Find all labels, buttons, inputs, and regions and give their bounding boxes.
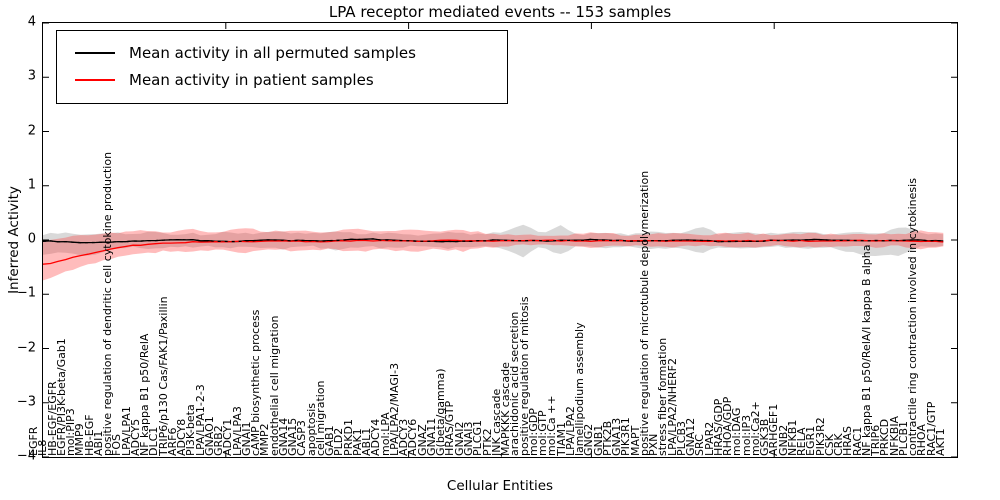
y-tick-label: −3 bbox=[16, 394, 36, 410]
y-tick-label: 3 bbox=[27, 68, 36, 84]
legend: Mean activity in all permuted samples Me… bbox=[56, 30, 508, 104]
y-tick-label: −1 bbox=[16, 285, 36, 301]
plot-canvas bbox=[43, 23, 957, 457]
y-tick-label: 0 bbox=[27, 231, 36, 247]
x-axis-label: Cellular Entities bbox=[446, 478, 554, 494]
y-tick-label: 2 bbox=[27, 123, 36, 138]
black-line-sample bbox=[75, 51, 115, 54]
red-line-sample bbox=[75, 78, 115, 81]
legend-item-patient: Mean activity in patient samples bbox=[67, 66, 497, 93]
legend-item-permuted: Mean activity in all permuted samples bbox=[67, 39, 497, 66]
y-tick-label: 1 bbox=[27, 177, 36, 193]
patient-std-band bbox=[43, 228, 944, 281]
y-tick-label: 4 bbox=[27, 14, 36, 30]
x-tick-label: contractile ring contraction involved in… bbox=[906, 178, 920, 456]
x-tick-label: positive regulation of dendritic cell cy… bbox=[101, 151, 115, 456]
y-tick-label: −2 bbox=[16, 340, 36, 355]
legend-label-permuted: Mean activity in all permuted samples bbox=[129, 43, 416, 62]
legend-label-patient: Mean activity in patient samples bbox=[129, 70, 374, 89]
x-tick-label: AKT1 bbox=[933, 428, 947, 456]
y-tick-label: −4 bbox=[16, 448, 36, 464]
plot-area bbox=[42, 22, 958, 458]
chart-title: LPA receptor mediated events -- 153 samp… bbox=[328, 3, 672, 21]
series-patient-line bbox=[43, 239, 944, 265]
series-permuted-line-dash bbox=[43, 238, 944, 244]
x-tick-label: positive regulation of microtubule depol… bbox=[637, 170, 651, 456]
